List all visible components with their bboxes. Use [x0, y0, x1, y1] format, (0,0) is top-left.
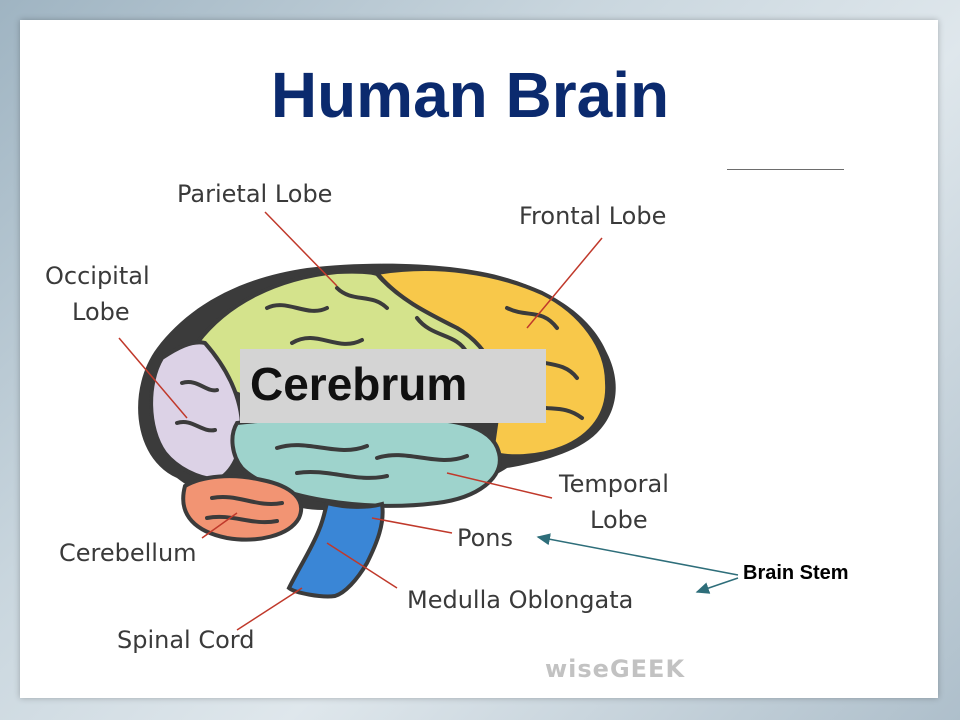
pointer-spinal-cord — [236, 587, 303, 631]
cerebellum-region — [181, 474, 304, 542]
brainstem-region — [286, 500, 385, 599]
cerebrum-label-box: Cerebrum — [240, 349, 546, 423]
pointer-parietal — [264, 211, 338, 287]
pointer-pons — [371, 517, 453, 534]
label-temporal-lobe-line1: Temporal — [558, 470, 669, 498]
pointer-lines — [118, 211, 603, 631]
label-temporal-lobe-line2: Lobe — [590, 506, 648, 534]
label-pons: Pons — [457, 524, 513, 552]
pointer-temporal — [446, 472, 553, 499]
slide-title: Human Brain — [270, 59, 670, 131]
label-brain-stem: Brain Stem — [743, 562, 849, 584]
label-parietal-lobe: Parietal Lobe — [177, 180, 332, 208]
brain-diagram: Parietal Lobe Frontal Lobe Occipital Lob… — [37, 168, 727, 688]
label-spinal-cord: Spinal Cord — [117, 626, 254, 654]
watermark-logo: wiseGEEK — [545, 655, 686, 683]
pointer-frontal — [526, 237, 603, 329]
pointer-occipital — [118, 337, 188, 419]
pointer-medulla — [326, 542, 398, 589]
label-medulla-oblongata: Medulla Oblongata — [407, 586, 633, 614]
title-divider — [718, 169, 844, 170]
occipital-lobe-region — [149, 340, 245, 483]
pointer-cerebellum — [201, 512, 238, 539]
label-cerebellum: Cerebellum — [59, 539, 197, 567]
brain-illustration: Parietal Lobe Frontal Lobe Occipital Lob… — [45, 180, 669, 654]
label-occipital-lobe-line2: Lobe — [72, 298, 130, 326]
label-cerebrum: Cerebrum — [250, 358, 468, 410]
label-occipital-lobe-line1: Occipital — [45, 262, 150, 290]
label-frontal-lobe: Frontal Lobe — [519, 202, 666, 230]
